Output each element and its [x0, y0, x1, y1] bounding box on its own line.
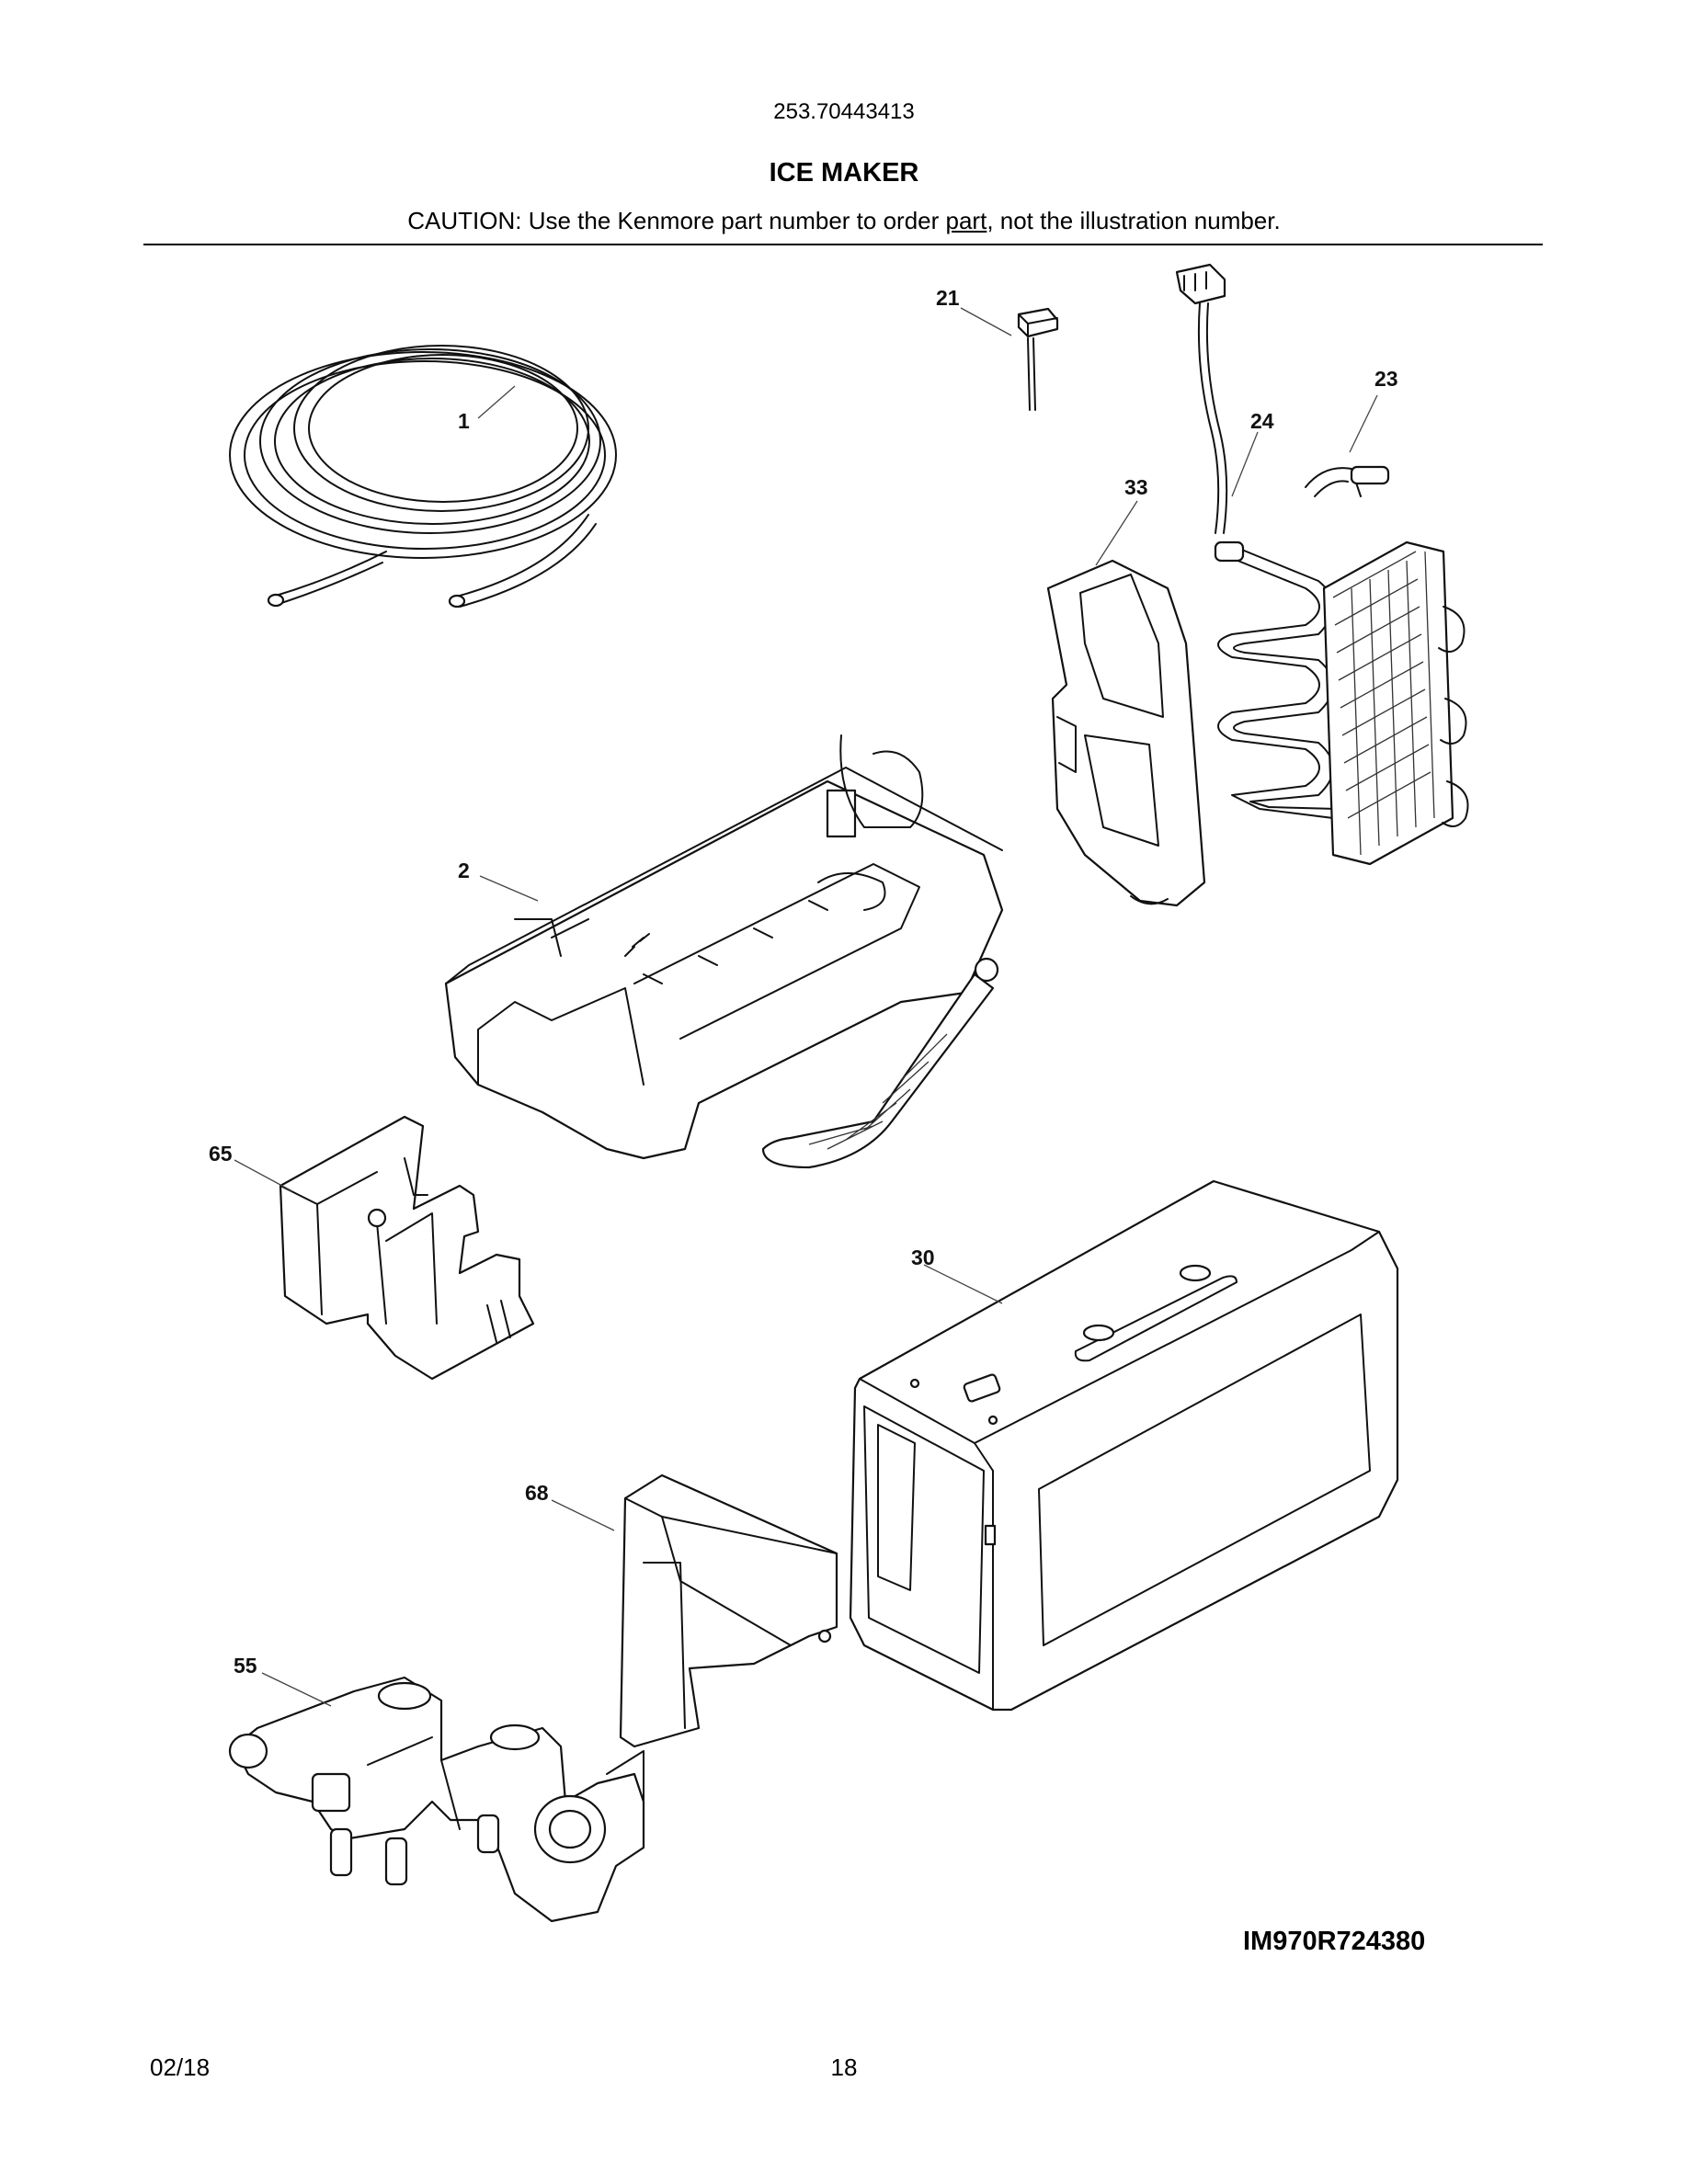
model-number: 253.70443413	[773, 99, 915, 124]
part-65-chute	[279, 1115, 535, 1381]
callout-55: 55	[234, 1654, 257, 1678]
part-1-tubing	[229, 345, 617, 609]
part-55-water-valve	[228, 1676, 645, 1923]
callout-30: 30	[911, 1246, 935, 1269]
callout-65: 65	[209, 1142, 233, 1166]
part-2-ice-maker	[444, 734, 1004, 1169]
callout-33: 33	[1124, 475, 1148, 499]
caution-note: CAUTION: Use the Kenmore part number to …	[0, 207, 1688, 235]
diagram-id: IM970R724380	[1243, 1927, 1426, 1956]
caution-text-start: CAUTION: Use the Kenmore part number to …	[407, 207, 946, 234]
part-23-evaporator	[1322, 540, 1469, 866]
part-21-sensor	[1017, 307, 1059, 411]
part-68-cover	[619, 1473, 838, 1748]
callout-23: 23	[1374, 367, 1398, 391]
callout-2: 2	[458, 859, 470, 882]
part-23-heater	[1214, 465, 1390, 819]
caution-underlined-word: part	[945, 207, 987, 234]
header-rule	[143, 244, 1543, 245]
part-30-bucket	[849, 1179, 1399, 1712]
caution-text-end: , not the illustration number.	[987, 207, 1281, 234]
callout-68: 68	[525, 1481, 549, 1505]
callout-24: 24	[1250, 409, 1274, 433]
callout-1: 1	[458, 409, 470, 433]
part-24-harness	[1175, 263, 1228, 534]
callout-21: 21	[936, 286, 960, 310]
footer-date: 02/18	[150, 2053, 211, 2081]
page-title: ICE MAKER	[769, 158, 919, 188]
callout-labels: 1 21 23 24 33 2 65 30 68 55	[209, 286, 1398, 1678]
leader-lines	[234, 307, 1378, 1707]
part-33-bracket	[1046, 559, 1206, 907]
page-number: 18	[830, 2053, 858, 2081]
